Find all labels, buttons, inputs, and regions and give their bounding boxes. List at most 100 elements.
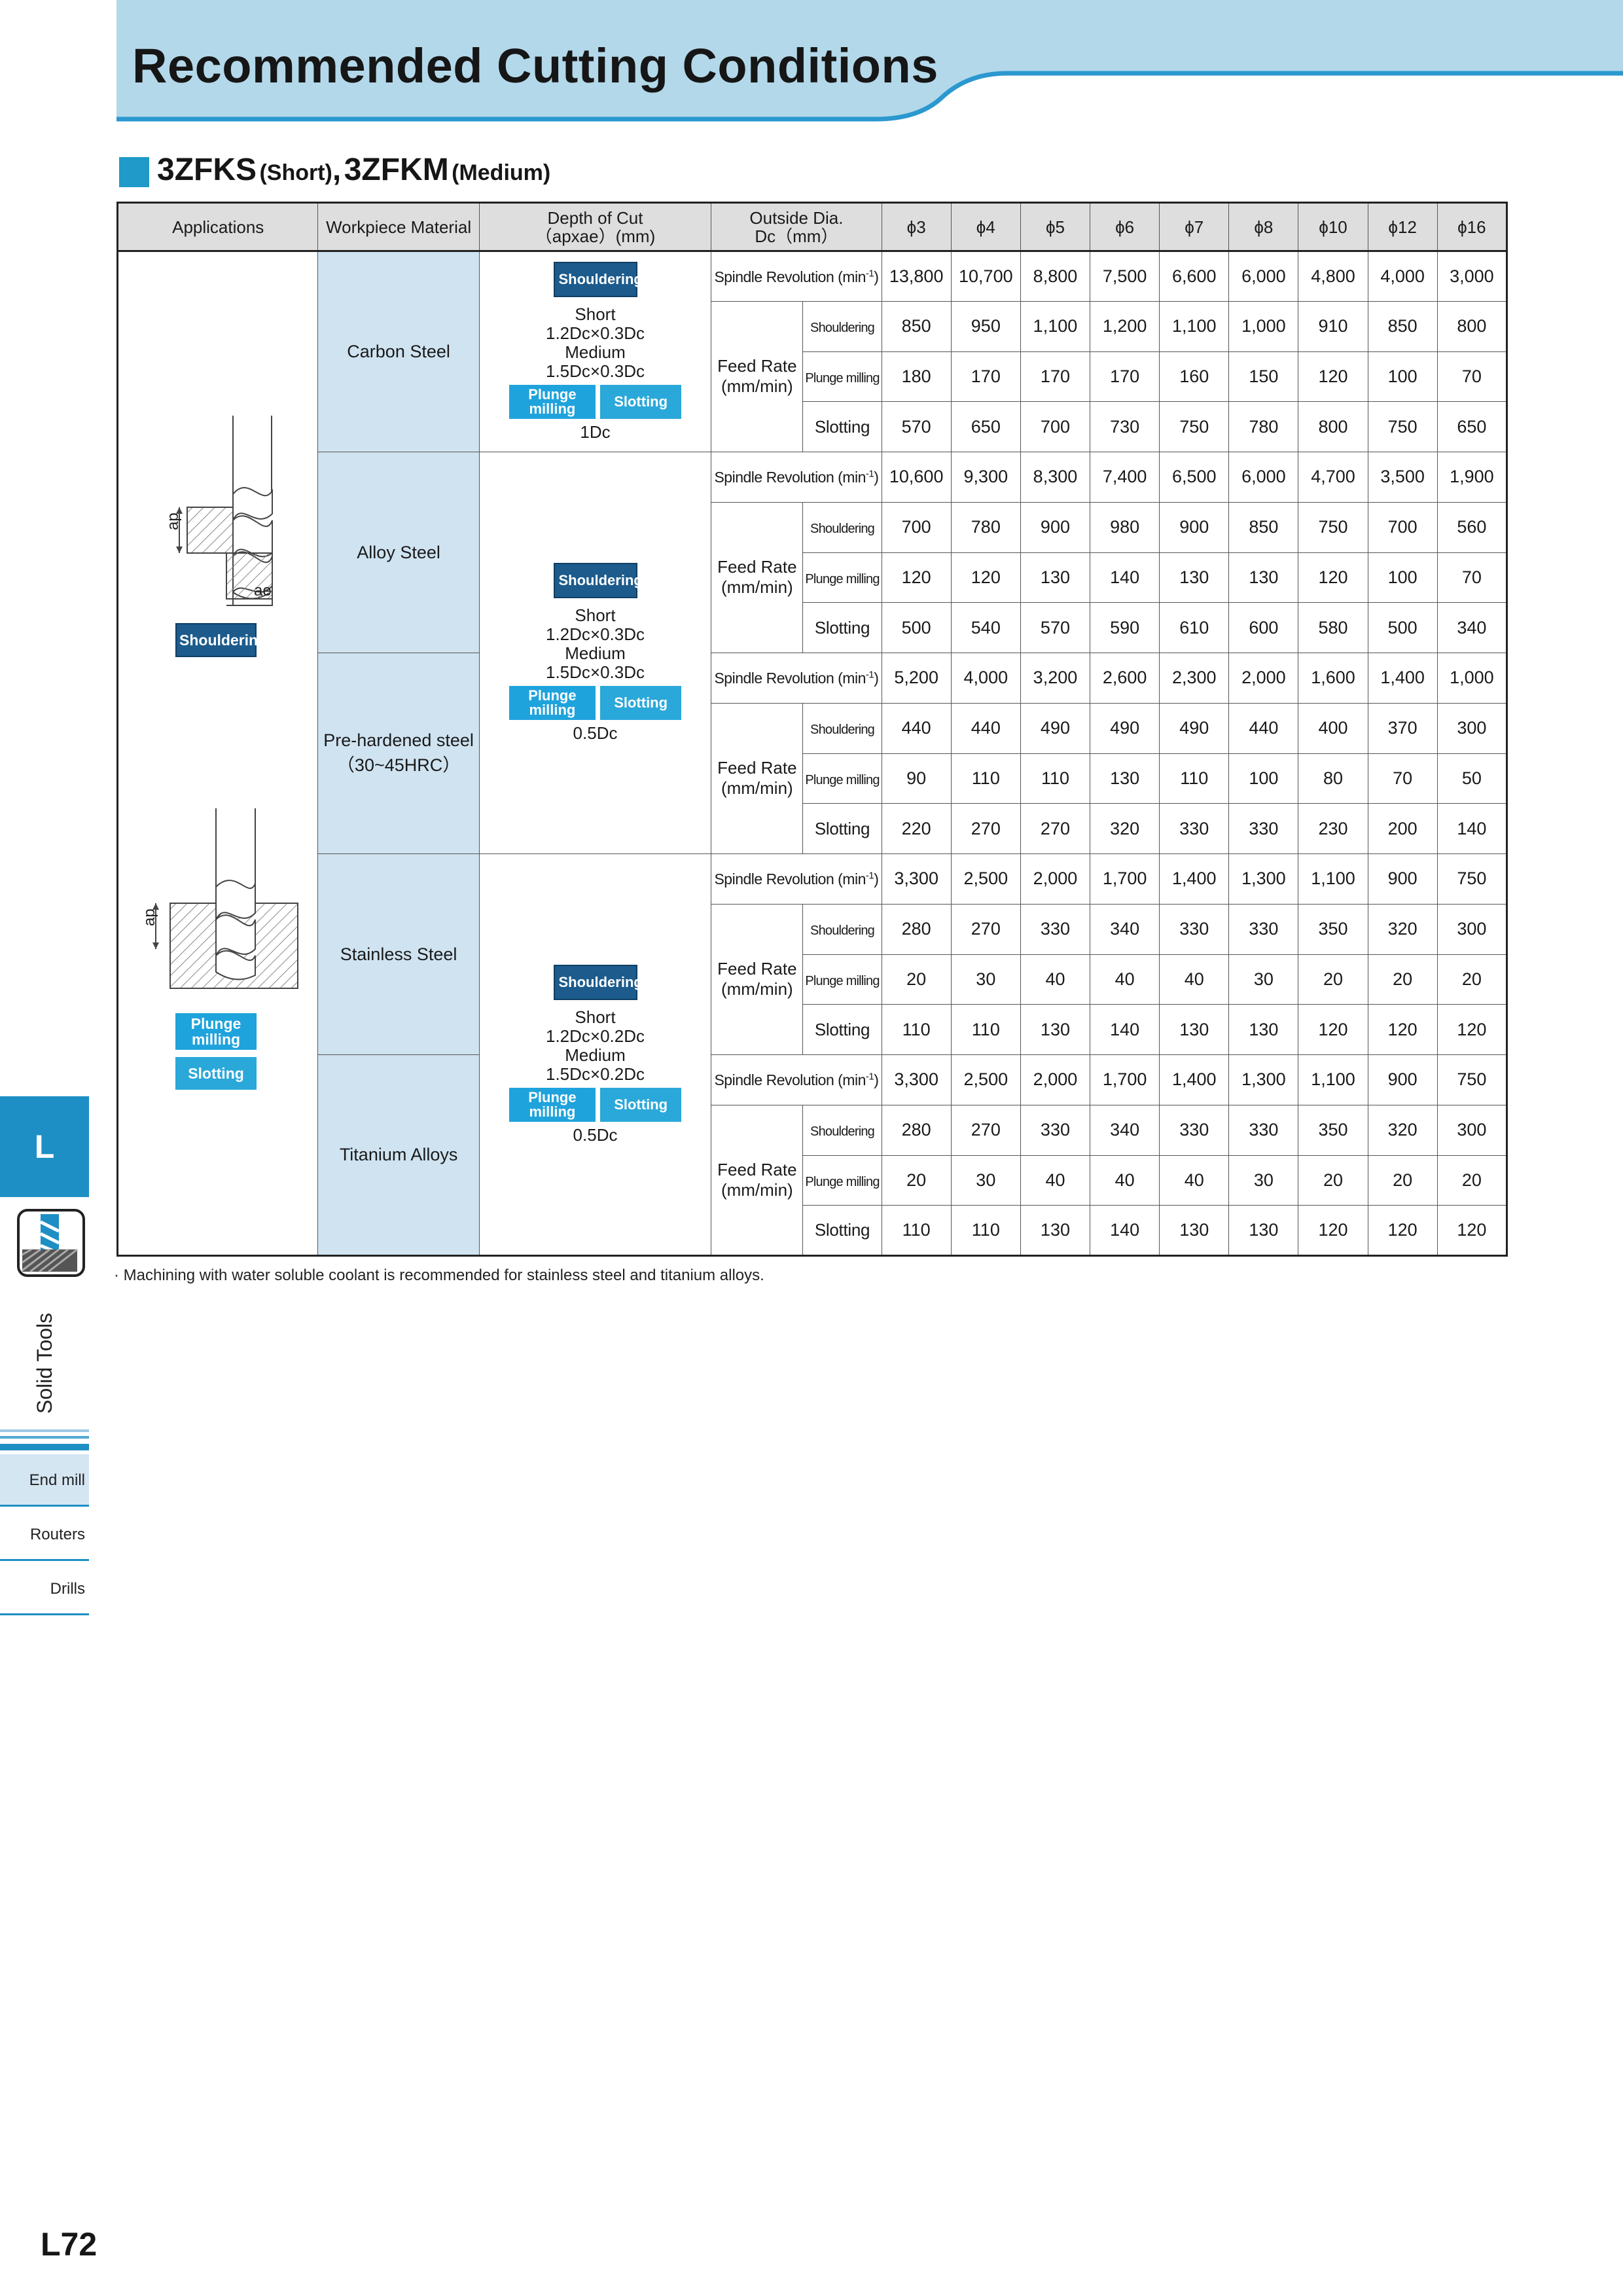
value-cell: 13,800 xyxy=(881,251,952,302)
value-cell: 110 xyxy=(950,1004,1021,1055)
feed-sub-label: Shouldering xyxy=(802,903,882,955)
value-cell: 160 xyxy=(1159,351,1230,403)
value-cell: 650 xyxy=(1436,401,1508,452)
value-cell: 1,600 xyxy=(1298,653,1368,704)
value-cell: 170 xyxy=(950,351,1021,403)
plunge-slotting-diagram: ap xyxy=(141,808,298,989)
value-cell: 270 xyxy=(950,803,1021,854)
heading-comma: , xyxy=(332,152,342,187)
value-cell: 120 xyxy=(950,552,1021,603)
value-cell: 50 xyxy=(1436,753,1508,804)
value-cell: 750 xyxy=(1367,401,1438,452)
material-cell: Pre-hardened steel（30~45HRC） xyxy=(317,653,480,854)
value-cell: 20 xyxy=(1298,1155,1368,1206)
value-cell: 130 xyxy=(1020,1205,1091,1256)
value-cell: 170 xyxy=(1020,351,1091,403)
spindle-label-cell: Spindle Revolution (min-1) xyxy=(711,1054,882,1105)
value-cell: 980 xyxy=(1090,501,1160,553)
value-cell: 1,300 xyxy=(1228,1054,1299,1105)
value-cell: 130 xyxy=(1228,1004,1299,1055)
feed-sub-label: Plunge milling xyxy=(802,552,882,603)
value-cell: 40 xyxy=(1090,954,1160,1005)
feed-sub-label: Shouldering xyxy=(802,1104,882,1156)
value-cell: 800 xyxy=(1436,300,1508,352)
header-dia-3: ϕ3 xyxy=(881,202,952,252)
depth-plunge-slot-value: 0.5Dc xyxy=(573,1124,618,1145)
header-dia-6: ϕ6 xyxy=(1090,202,1160,252)
value-cell: 120 xyxy=(881,552,952,603)
value-cell: 1,100 xyxy=(1159,300,1230,352)
value-cell: 70 xyxy=(1367,753,1438,804)
value-cell: 900 xyxy=(1020,501,1091,553)
value-cell: 110 xyxy=(950,753,1021,804)
value-cell: 320 xyxy=(1090,803,1160,854)
value-cell: 1,000 xyxy=(1436,653,1508,704)
header-row: Applications Workpiece Material Depth of… xyxy=(116,202,1508,252)
value-cell: 560 xyxy=(1436,501,1508,553)
header-depth-line1: Depth of Cut xyxy=(547,207,643,228)
medium-label: (Medium) xyxy=(452,160,551,185)
value-cell: 3,200 xyxy=(1020,653,1091,704)
feed-sub-label: Shouldering xyxy=(802,501,882,553)
value-cell: 750 xyxy=(1436,853,1508,905)
value-cell: 780 xyxy=(1228,401,1299,452)
model-medium: 3ZFKM xyxy=(344,152,449,187)
value-cell: 110 xyxy=(881,1004,952,1055)
value-cell: 110 xyxy=(950,1205,1021,1256)
value-cell: 330 xyxy=(1159,803,1230,854)
feed-rate-label: Feed Rate(mm/min) xyxy=(711,702,804,855)
nav-routers[interactable]: Routers xyxy=(0,1509,89,1561)
value-cell: 20 xyxy=(881,1155,952,1206)
value-cell: 10,600 xyxy=(881,452,952,503)
shouldering-badge: Shouldering xyxy=(553,563,643,598)
value-cell: 850 xyxy=(1228,501,1299,553)
value-cell: 140 xyxy=(1436,803,1508,854)
value-cell: 900 xyxy=(1159,501,1230,553)
value-cell: 100 xyxy=(1367,351,1438,403)
value-cell: 490 xyxy=(1020,702,1091,754)
value-cell: 5,200 xyxy=(881,653,952,704)
material-cell: Stainless Steel xyxy=(317,853,480,1055)
value-cell: 500 xyxy=(1367,602,1438,653)
value-cell: 590 xyxy=(1090,602,1160,653)
value-cell: 1,200 xyxy=(1090,300,1160,352)
feed-sub-label: Plunge milling xyxy=(802,351,882,403)
value-cell: 130 xyxy=(1228,1205,1299,1256)
value-cell: 8,800 xyxy=(1020,251,1091,302)
value-cell: 1,400 xyxy=(1159,1054,1230,1105)
nav-drills[interactable]: Drills xyxy=(0,1563,89,1615)
section-tab-letter: L xyxy=(34,1128,55,1165)
section-tab[interactable] xyxy=(0,1096,89,1197)
short-label: (Short) xyxy=(259,160,332,185)
value-cell: 340 xyxy=(1090,903,1160,955)
value-cell: 910 xyxy=(1298,300,1368,352)
value-cell: 4,000 xyxy=(950,653,1021,704)
value-cell: 330 xyxy=(1020,1104,1091,1156)
value-cell: 170 xyxy=(1090,351,1160,403)
footnote: · Machining with water soluble coolant i… xyxy=(114,1266,764,1284)
nav-end-mill[interactable]: End mill xyxy=(0,1454,89,1507)
value-cell: 330 xyxy=(1159,1104,1230,1156)
value-cell: 750 xyxy=(1159,401,1230,452)
ap-label: ap xyxy=(164,512,182,530)
header-dia-16: ϕ16 xyxy=(1436,202,1508,252)
value-cell: 30 xyxy=(950,954,1021,1005)
value-cell: 330 xyxy=(1228,1104,1299,1156)
feed-sub-label: Slotting xyxy=(802,1205,882,1256)
value-cell: 20 xyxy=(1436,954,1508,1005)
value-cell: 540 xyxy=(950,602,1021,653)
value-cell: 1,000 xyxy=(1228,300,1299,352)
